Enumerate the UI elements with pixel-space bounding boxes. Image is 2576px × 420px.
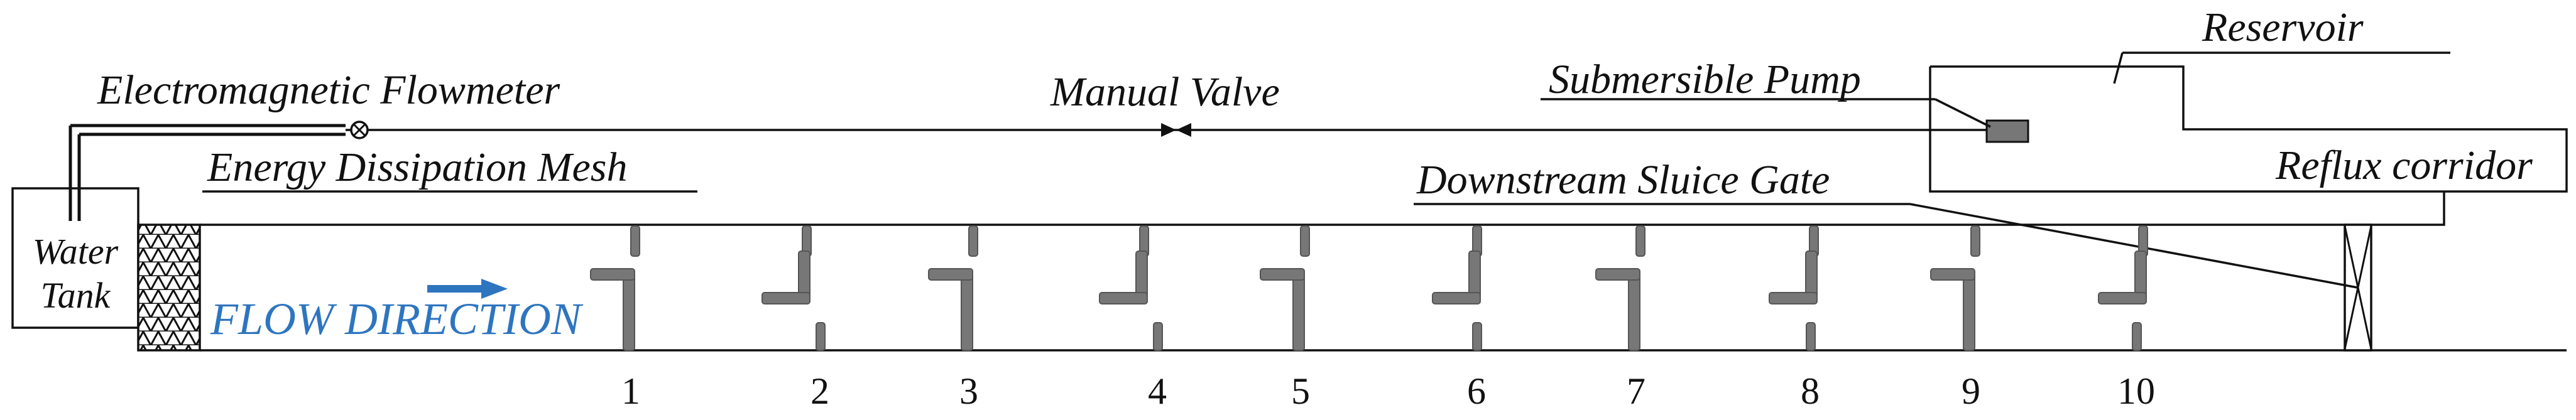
baffle-1-top-stub: [630, 225, 640, 257]
baffle-5-hook: [1260, 268, 1305, 281]
baffle-number-8: 8: [1801, 370, 1820, 412]
flow-arrow-icon: [427, 279, 508, 299]
baffle-9-upright: [1963, 271, 1975, 351]
pump-leader-diagonal: [1935, 98, 1991, 128]
baffle-3-upright: [961, 271, 973, 351]
baffle-number-3: 3: [959, 370, 978, 412]
sluice-leader: [1909, 203, 2358, 289]
baffle-number-6: 6: [1467, 370, 1486, 412]
baffle-8-hook: [1769, 292, 1818, 304]
baffle-10-hook: [2098, 292, 2147, 304]
valve-icon: [1161, 123, 1191, 137]
baffle-number-1: 1: [621, 370, 640, 412]
baffle-number-9: 9: [1962, 370, 1980, 412]
baffle-7-top-stub: [1635, 225, 1645, 257]
reservoir-label: Reservoir: [2202, 4, 2364, 50]
tank-label-line2: Tank: [41, 275, 111, 316]
flow-direction-label: FLOW DIRECTION: [210, 294, 584, 344]
baffle-2-hook: [761, 292, 810, 304]
baffle-group: [590, 225, 2148, 351]
reservoir: [1929, 65, 2568, 193]
baffle-number-4: 4: [1148, 370, 1167, 412]
baffle-8-floor-stub: [1806, 322, 1816, 351]
baffle-7-upright: [1628, 271, 1640, 351]
baffle-7-hook: [1595, 268, 1640, 281]
reservoir-leader: [2113, 52, 2124, 84]
flume-channel: [200, 191, 2567, 352]
baffle-1-hook: [590, 268, 635, 281]
baffle-3-top-stub: [968, 225, 978, 257]
baffle-10-floor-stub: [2132, 322, 2142, 351]
mesh-label: Energy Dissipation Mesh: [207, 144, 627, 190]
pump-icon: [1985, 119, 2029, 143]
baffle-1-upright: [623, 271, 635, 351]
baffle-2-floor-stub: [816, 322, 826, 351]
energy-dissipation-mesh: [137, 223, 201, 352]
baffle-number-10: 10: [2117, 370, 2155, 412]
baffle-5-upright: [1292, 271, 1305, 351]
baffle-9-top-stub: [1970, 225, 1980, 257]
baffle-number-5: 5: [1291, 370, 1310, 412]
baffle-9-hook: [1930, 268, 1975, 281]
baffle-number-group: 1 2 3 4 5 6 7 8 9 10: [621, 370, 2155, 412]
baffle-6-hook: [1432, 292, 1481, 304]
valve-label: Manual Valve: [1050, 69, 1280, 115]
baffle-6-floor-stub: [1472, 322, 1482, 351]
sluice-gate-label: Downstream Sluice Gate: [1416, 157, 1830, 203]
baffle-3-hook: [928, 268, 973, 281]
baffle-4-floor-stub: [1153, 322, 1163, 351]
baffle-5-top-stub: [1300, 225, 1310, 257]
baffle-number-7: 7: [1627, 370, 1645, 412]
tank-label-line1: Water: [33, 231, 119, 272]
reflux-corridor-label: Reflux corridor: [2275, 143, 2533, 188]
baffle-4-hook: [1099, 292, 1148, 304]
baffle-number-2: 2: [810, 370, 829, 412]
sluice-gate-icon: [2344, 223, 2372, 352]
flowmeter-label: Electromagnetic Flowmeter: [97, 67, 560, 113]
flowmeter-icon: [350, 121, 369, 139]
pump-label: Submersible Pump: [1549, 57, 1861, 102]
